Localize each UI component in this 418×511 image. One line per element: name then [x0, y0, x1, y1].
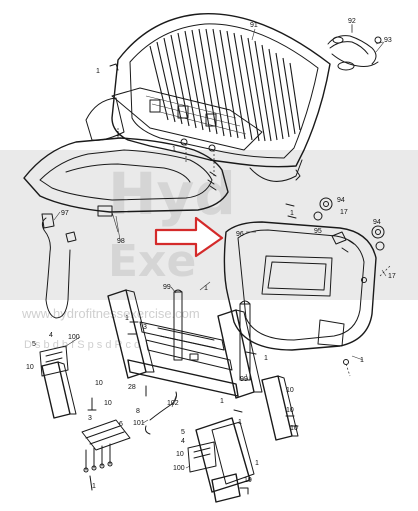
label-17a: 17 — [340, 209, 348, 216]
label-102: 102 — [167, 400, 179, 407]
label-6: 6 — [119, 421, 123, 428]
label-10c: 10 — [104, 400, 112, 407]
label-10f: 10 — [176, 451, 184, 458]
label-10e: 10 — [286, 407, 294, 414]
label-4b: 4 — [181, 438, 185, 445]
label-10b: 10 — [95, 380, 103, 387]
part-97-cable — [41, 211, 77, 319]
callout-arrow — [154, 216, 224, 258]
label-1k: 1 — [360, 357, 364, 364]
label-10h: 10 — [244, 477, 252, 484]
label-101: 101 — [133, 420, 145, 427]
label-97: 97 — [61, 210, 69, 217]
label-1j: 1 — [220, 398, 224, 405]
part-labels: 91 92 93 97 98 96 94 17 94 95 17 99 99 1… — [26, 18, 396, 490]
label-1i: 1 — [92, 483, 96, 490]
part-94-95-17-fasteners — [285, 197, 385, 253]
label-92: 92 — [348, 18, 356, 25]
label-3b: 3 — [88, 415, 92, 422]
label-3a: 3 — [143, 324, 147, 331]
red-arrow-icon — [154, 216, 224, 258]
label-5b: 5 — [181, 429, 185, 436]
part-98-hood-panel — [23, 137, 229, 233]
label-10d: 10 — [286, 387, 294, 394]
label-98: 98 — [117, 238, 125, 245]
leader-lines — [65, 25, 387, 469]
label-1l: 1 — [255, 460, 259, 467]
label-5a: 5 — [32, 341, 36, 348]
label-10a: 10 — [26, 364, 34, 371]
label-1f: 1 — [125, 315, 129, 322]
label-1d: 1 — [290, 210, 294, 217]
base-frame — [39, 289, 299, 503]
label-1c: 1 — [172, 146, 176, 153]
label-1h: 1 — [238, 419, 242, 426]
label-10g: 10 — [290, 425, 298, 432]
label-94a: 94 — [337, 197, 345, 204]
label-4a: 4 — [49, 332, 53, 339]
label-1a: 1 — [96, 68, 100, 75]
label-91: 91 — [250, 22, 258, 29]
label-95: 95 — [314, 228, 322, 235]
label-99b: 99 — [240, 376, 248, 383]
part-99-uprights — [173, 289, 251, 381]
label-93: 93 — [384, 37, 392, 44]
label-8: 8 — [136, 408, 140, 415]
label-1g: 1 — [264, 355, 268, 362]
hood-grille — [149, 28, 301, 142]
watermark-tagline: D s b d b f S p s d R c d — [24, 339, 140, 351]
part-91-motor-hood — [85, 13, 331, 191]
label-100a: 100 — [68, 334, 80, 341]
label-28: 28 — [128, 384, 136, 391]
label-17b: 17 — [388, 273, 396, 280]
label-1e: 1 — [204, 285, 208, 292]
label-94b: 94 — [373, 219, 381, 226]
part-92-93-harness — [327, 24, 385, 71]
watermark-line1: Hyd — [108, 160, 236, 228]
label-100b: 100 — [173, 465, 185, 472]
label-1b: 1 — [116, 131, 120, 138]
part-96-console — [223, 221, 391, 377]
label-99a: 99 — [163, 284, 171, 291]
label-96: 96 — [236, 231, 244, 238]
